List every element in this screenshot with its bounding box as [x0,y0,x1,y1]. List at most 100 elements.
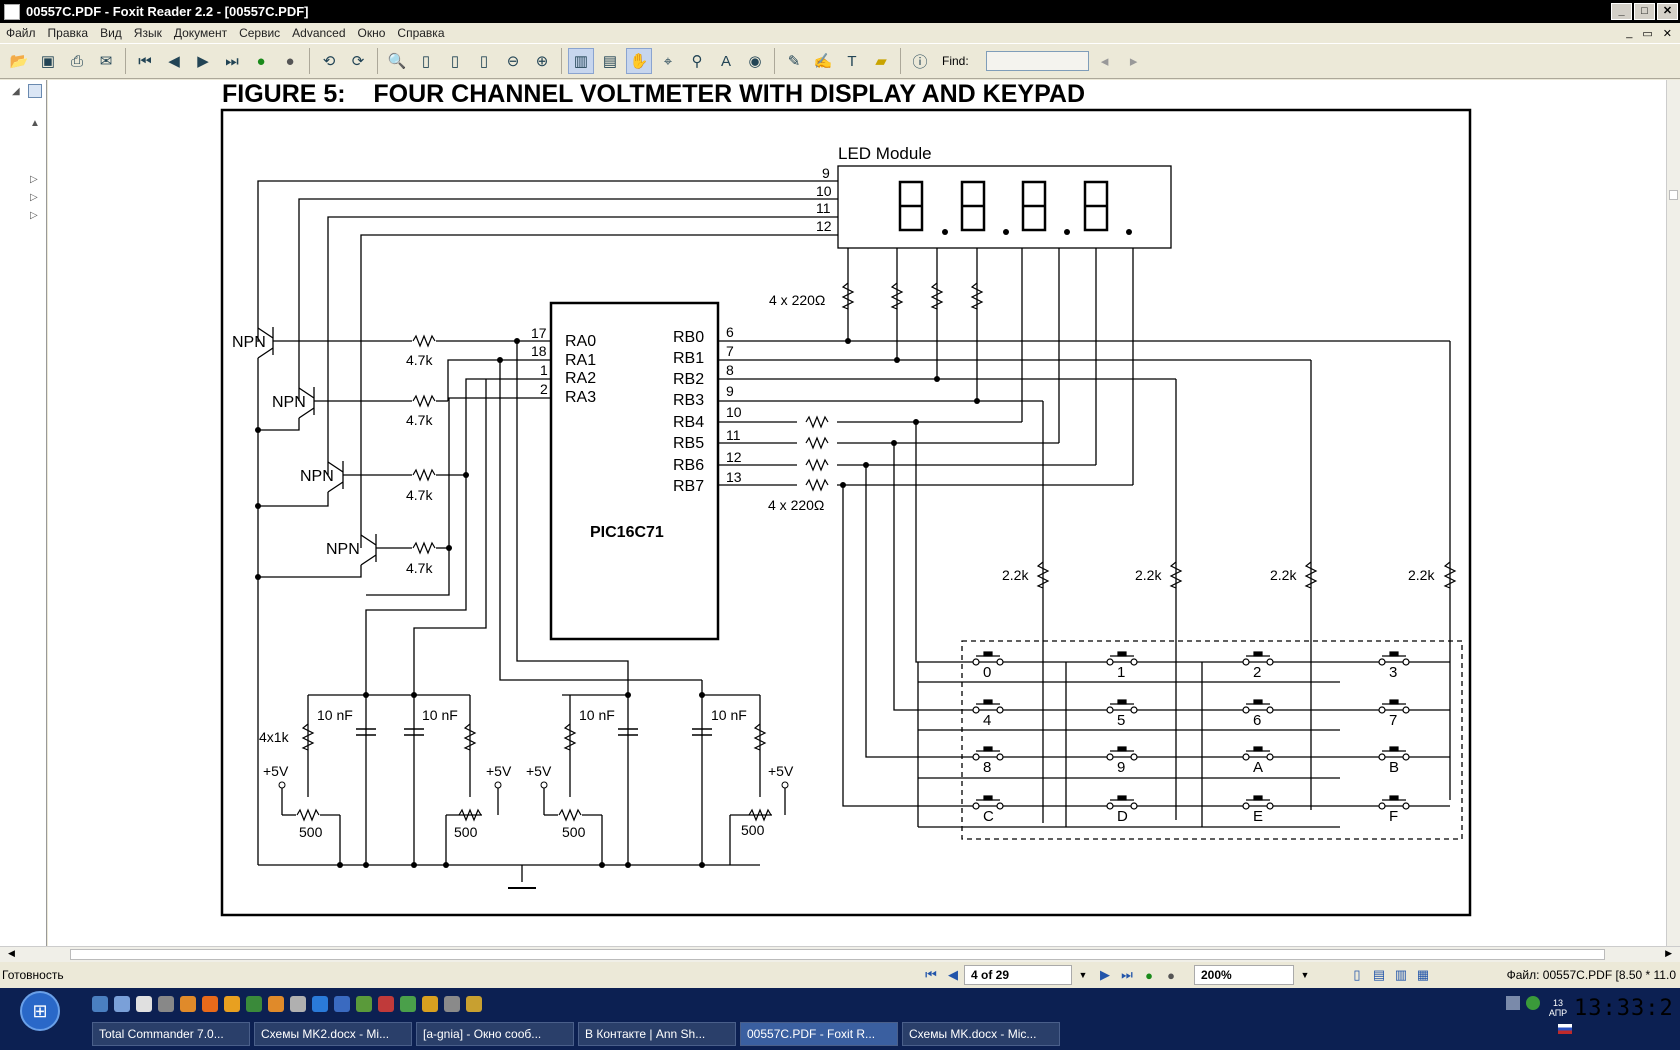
minimize-button[interactable]: _ [1611,3,1632,20]
panel-arrow-icon[interactable]: ▷ [30,174,38,185]
scroll-thumb[interactable] [70,949,1605,960]
save-icon[interactable]: ▣ [40,53,56,70]
doc-restore-button[interactable]: ▭ [1642,27,1653,40]
panel-arrow-icon[interactable]: ▷ [30,192,38,203]
continuous-facing-icon[interactable]: ▦ [1416,967,1430,982]
app-icon[interactable] [334,996,350,1012]
menu-window[interactable]: Окно [357,26,386,40]
find-next-icon[interactable]: ▸ [1129,53,1138,70]
hand-tool-icon[interactable]: ✋ [626,48,652,74]
task-button[interactable]: Total Commander 7.0... [92,1022,250,1046]
network-icon[interactable] [1526,996,1540,1010]
navigation-pane[interactable]: ◢ ▲ ▷ ▷ ▷ [0,80,47,950]
expand-icon[interactable]: ◢ [12,86,20,97]
menu-help[interactable]: Справка [397,26,445,40]
back-icon[interactable]: ● [256,52,266,70]
scroll-thumb[interactable] [1669,190,1678,200]
snapshot-icon[interactable]: ◉ [748,53,762,70]
fit-width-icon[interactable]: ▯ [479,53,489,70]
rotate-right-icon[interactable]: ⟳ [351,53,365,70]
menu-language[interactable]: Язык [133,26,162,40]
app-icon[interactable] [312,996,328,1012]
maximize-button[interactable]: □ [1634,3,1655,20]
doc-close-button[interactable]: ✕ [1662,27,1672,40]
document-view[interactable]: FIGURE 5: FOUR CHANNEL VOLTMETER WITH DI… [48,80,1666,948]
app-icon[interactable] [422,996,438,1012]
continuous-icon[interactable]: ▤ [1372,967,1386,982]
task-button[interactable]: Схемы MK.docx - Mic... [902,1022,1060,1046]
bookmark-icon[interactable] [28,84,42,98]
last-page-icon[interactable]: ⏭ [1121,967,1133,982]
app-icon[interactable] [268,996,284,1012]
close-button[interactable]: ✕ [1657,3,1678,20]
menu-advanced[interactable]: Advanced [292,26,346,40]
language-flag-icon[interactable] [1558,1024,1572,1034]
next-page-icon[interactable]: ▶ [197,53,209,70]
actual-size-icon[interactable]: ▯ [421,53,431,70]
app-icon[interactable] [202,996,218,1012]
app-icon[interactable] [158,996,174,1012]
highlight-icon[interactable]: ✍ [813,53,833,70]
app-icon[interactable] [114,996,130,1012]
zoom-dropdown-icon[interactable]: ▼ [1300,970,1310,980]
app-icon[interactable] [444,996,460,1012]
app-icon[interactable] [246,996,262,1012]
menu-edit[interactable]: Правка [47,26,89,40]
first-page-icon[interactable]: ⏮ [138,52,152,70]
vertical-scrollbar[interactable] [1666,80,1680,948]
menu-file[interactable]: Файл [6,26,36,40]
task-button[interactable]: 00557C.PDF - Foxit R... [740,1022,898,1046]
app-icon[interactable] [378,996,394,1012]
app-icon[interactable] [224,996,240,1012]
panel-arrow-icon[interactable]: ▷ [30,210,38,221]
desktop-icon[interactable] [92,996,108,1012]
app-icon[interactable] [400,996,416,1012]
zoom-out-icon[interactable]: ⊖ [506,53,520,70]
thumbnail-icon[interactable]: ▤ [602,53,618,70]
horizontal-scrollbar[interactable]: ◀ ▶ [0,946,1680,962]
zoom-icon[interactable]: 🔍 [387,53,407,70]
scroll-right-icon[interactable]: ▶ [1665,948,1672,958]
task-button[interactable]: Схемы MK2.docx - Mi... [254,1022,412,1046]
next-page-icon[interactable]: ▶ [1100,967,1110,982]
open-icon[interactable]: 📂 [9,53,29,70]
app-icon[interactable] [466,996,482,1012]
page-dropdown-icon[interactable]: ▼ [1078,970,1088,980]
forward-icon[interactable]: ● [285,52,295,70]
first-page-icon[interactable]: ⏮ [925,967,937,982]
find-binoculars-icon[interactable]: ⚲ [691,53,703,70]
last-page-icon[interactable]: ⏭ [225,52,239,70]
scroll-up-icon[interactable]: ▲ [30,118,40,129]
typewriter-icon[interactable]: T [847,52,857,70]
menu-view[interactable]: Вид [100,26,122,40]
zoom-in-icon[interactable]: ⊕ [535,53,549,70]
prev-page-icon[interactable]: ◀ [168,53,180,70]
start-button[interactable]: ⊞ [20,991,60,1031]
app-icon[interactable] [136,996,152,1012]
page-number-field[interactable]: 4 of 29 [964,965,1072,985]
menu-tools[interactable]: Сервис [239,26,281,40]
task-button[interactable]: В Контакте | Ann Sh... [578,1022,736,1046]
scroll-left-icon[interactable]: ◀ [8,948,15,958]
clock[interactable]: 13:33:2 [1574,996,1674,1021]
fit-page-icon[interactable]: ▯ [450,53,460,70]
app-icon[interactable] [290,996,306,1012]
app-icon[interactable] [356,996,372,1012]
info-icon[interactable]: ⓘ [912,53,928,71]
find-prev-icon[interactable]: ◂ [1100,53,1109,70]
print-icon[interactable]: ⎙ [70,52,83,70]
task-button[interactable]: [a-gnia] - Окно сооб... [416,1022,574,1046]
note-icon[interactable]: ▰ [875,53,887,70]
select-text-icon[interactable]: ⌖ [663,52,673,70]
zoom-field[interactable]: 200% [1194,965,1294,985]
menu-document[interactable]: Документ [173,26,228,40]
doc-minimize-button[interactable]: _ [1626,26,1633,39]
volume-icon[interactable] [1506,996,1520,1010]
single-page-icon[interactable]: ▯ [1353,967,1361,982]
back-icon[interactable]: ● [1145,967,1153,983]
rotate-left-icon[interactable]: ⟲ [322,53,336,70]
facing-icon[interactable]: ▥ [1394,967,1408,982]
prev-page-icon[interactable]: ◀ [948,967,958,982]
bookmark-panel-icon[interactable]: ▥ [568,48,594,74]
forward-icon[interactable]: ● [1167,967,1175,983]
